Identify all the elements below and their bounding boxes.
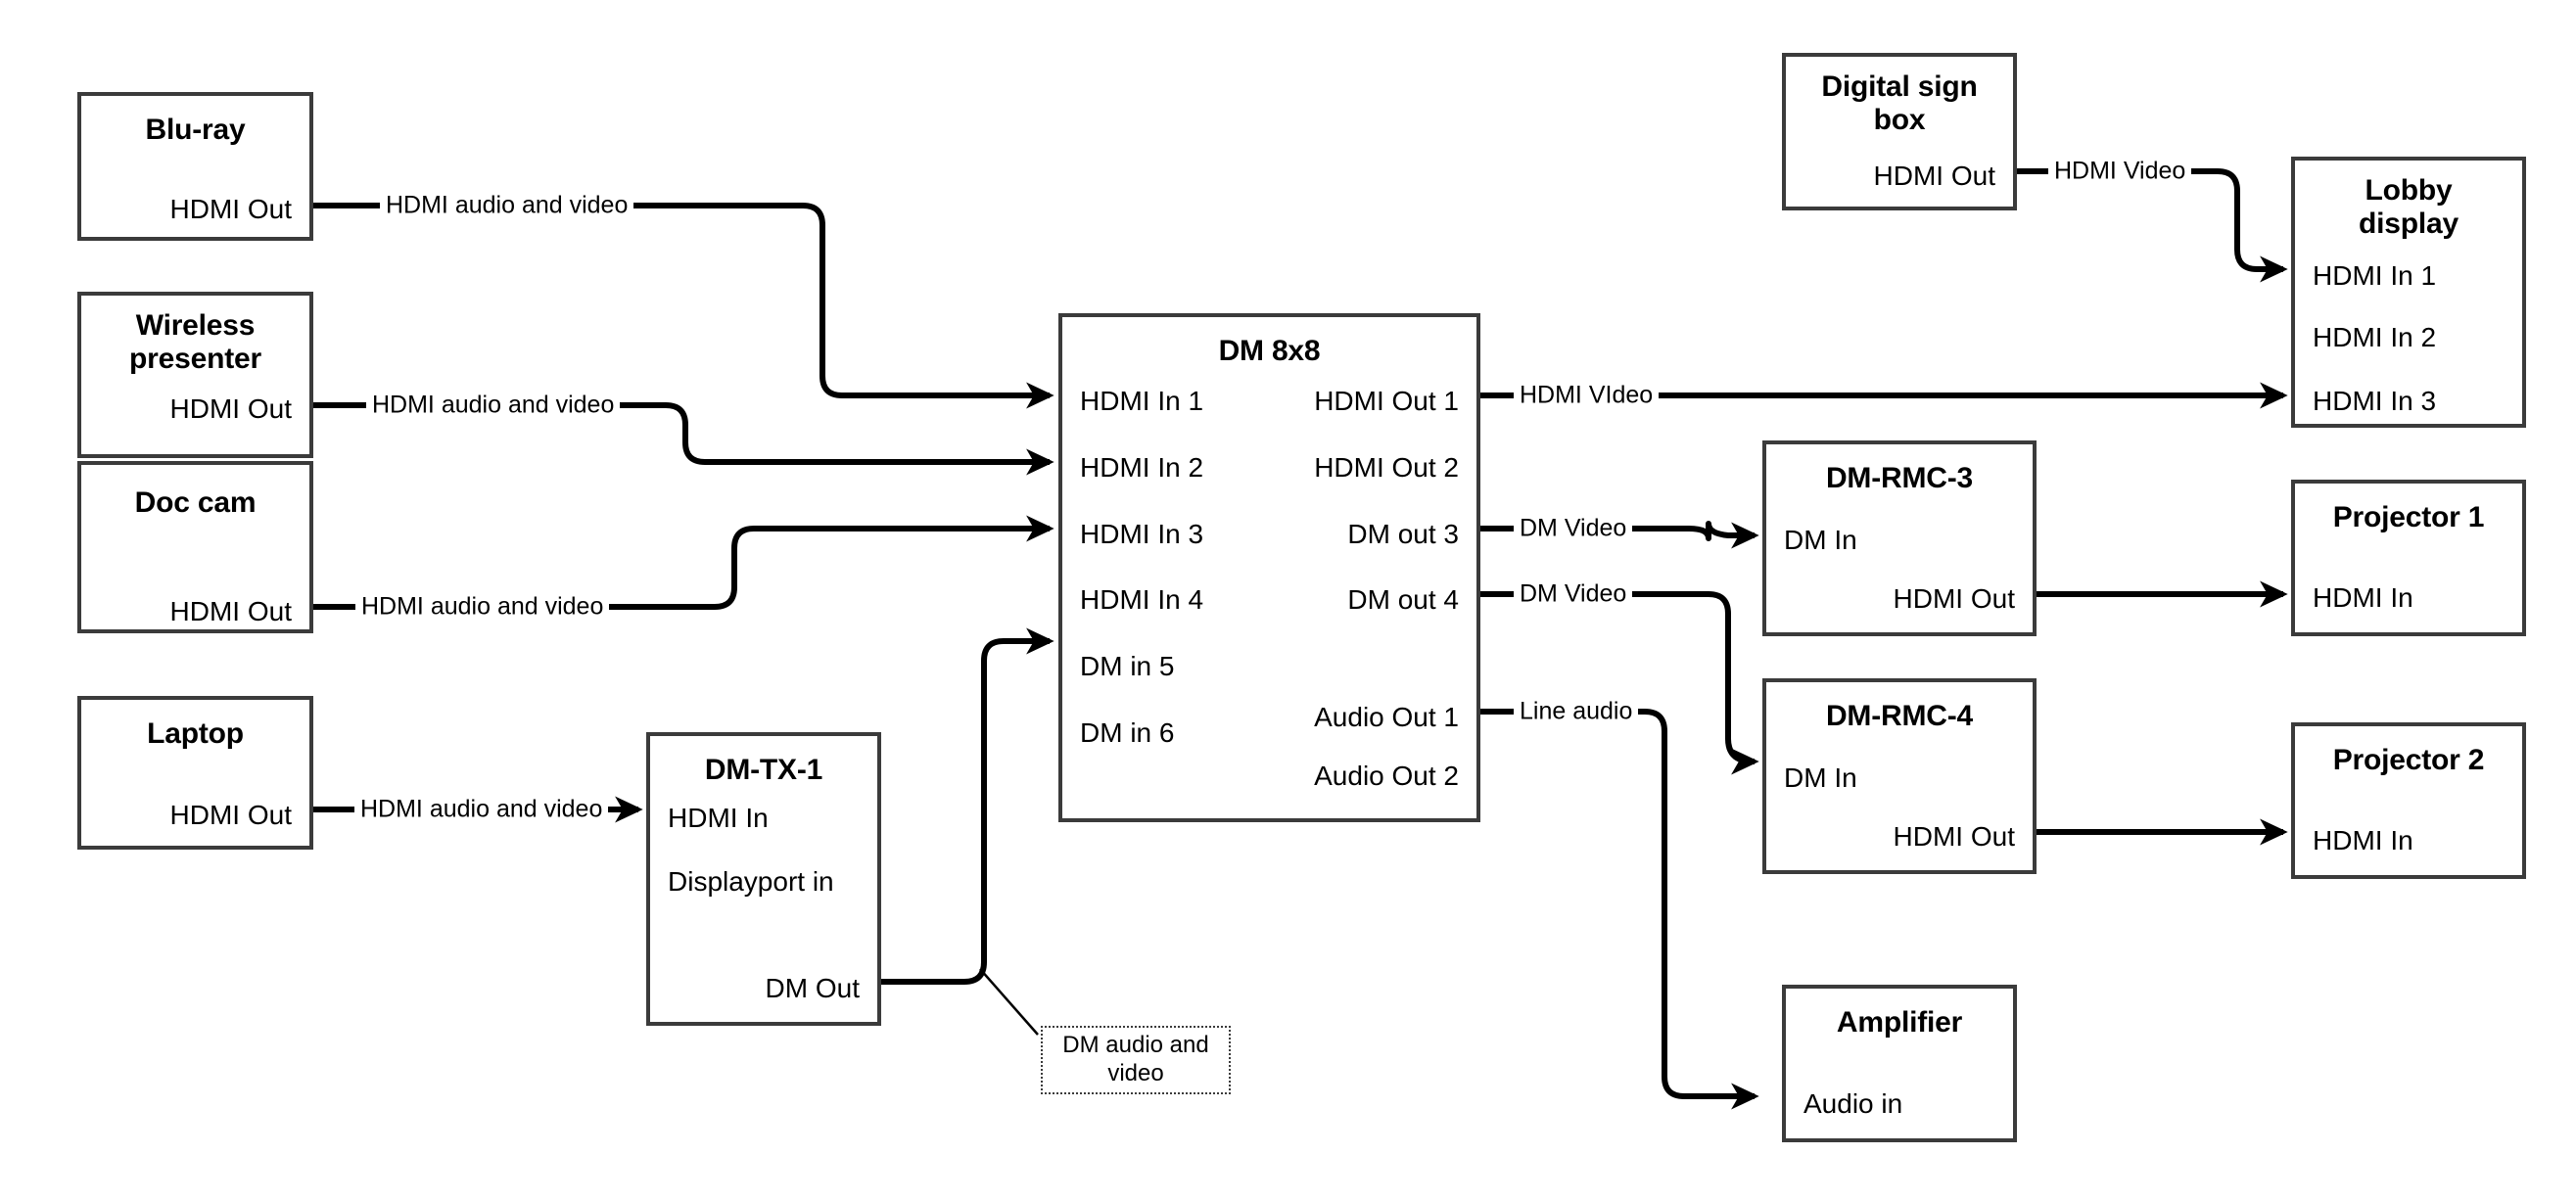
- edge-label-doccam: HDMI audio and video: [355, 594, 610, 620]
- edge-label-hdmi-video-lobby: HDMI VIdeo: [1514, 383, 1660, 408]
- port-rmc4-dm-in[interactable]: DM In: [1784, 762, 1857, 793]
- edge-label-bluray: HDMI audio and video: [380, 193, 634, 218]
- node-amplifier[interactable]: Amplifier Audio in: [1782, 985, 2017, 1142]
- edge-label-dm-video-3: DM Video: [1514, 516, 1633, 541]
- edge-label-hdmi-video-sign: HDMI Video: [2048, 159, 2192, 184]
- node-doc-cam[interactable]: Doc cam HDMI Out: [77, 461, 313, 633]
- node-title-dm-rmc-4: DM-RMC-4: [1825, 700, 1974, 732]
- node-title-dm-8x8: DM 8x8: [1218, 335, 1321, 367]
- port-rmc4-hdmi-out[interactable]: HDMI Out: [1893, 821, 2015, 852]
- port-rmc3-dm-in[interactable]: DM In: [1784, 525, 1857, 555]
- port-dm8x8-dm-out-3[interactable]: DM out 3: [1347, 519, 1459, 549]
- port-projector2-hdmi-in[interactable]: HDMI In: [2313, 825, 2413, 855]
- port-bluray-hdmi-out[interactable]: HDMI Out: [169, 194, 292, 224]
- node-title-laptop: Laptop: [147, 717, 244, 750]
- wire-bluray-to-dm-in1: [313, 203, 1054, 409]
- node-lobby-display[interactable]: Lobby display HDMI In 1 HDMI In 2 HDMI I…: [2291, 157, 2526, 428]
- port-dm8x8-hdmi-in-1[interactable]: HDMI In 1: [1080, 386, 1204, 416]
- wire-dmtx1-to-dm-in5: [881, 627, 1054, 985]
- port-dm8x8-dm-in-6[interactable]: DM in 6: [1080, 717, 1175, 748]
- port-dm8x8-dm-out-4[interactable]: DM out 4: [1347, 584, 1459, 615]
- port-dm8x8-hdmi-in-2[interactable]: HDMI In 2: [1080, 452, 1204, 483]
- node-digital-sign-box[interactable]: Digital sign box HDMI Out: [1782, 53, 2017, 210]
- node-title-lobby-display: Lobby display: [2359, 174, 2459, 240]
- port-dmtx1-displayport-in[interactable]: Displayport in: [668, 866, 834, 897]
- node-dm-rmc-3[interactable]: DM-RMC-3 DM In HDMI Out: [1762, 440, 2037, 636]
- wire-sign-to-lobby-in1: [2017, 168, 2288, 283]
- port-dm8x8-audio-out-1[interactable]: Audio Out 1: [1314, 702, 1459, 732]
- edge-label-wireless: HDMI audio and video: [366, 393, 621, 418]
- port-wireless-hdmi-out[interactable]: HDMI Out: [169, 393, 292, 424]
- port-dmtx1-hdmi-in[interactable]: HDMI In: [668, 803, 769, 833]
- port-amplifier-audio-in[interactable]: Audio in: [1803, 1088, 1903, 1119]
- note-text: DM audio and video: [1062, 1032, 1209, 1086]
- node-bluray[interactable]: Blu-ray HDMI Out: [77, 92, 313, 241]
- port-dm8x8-hdmi-out-1[interactable]: HDMI Out 1: [1314, 386, 1459, 416]
- port-dm8x8-hdmi-in-4[interactable]: HDMI In 4: [1080, 584, 1204, 615]
- port-dm8x8-hdmi-in-3[interactable]: HDMI In 3: [1080, 519, 1204, 549]
- node-title-digital-sign-box: Digital sign box: [1821, 70, 1978, 136]
- port-sign-hdmi-out[interactable]: HDMI Out: [1873, 161, 1995, 191]
- port-projector1-hdmi-in[interactable]: HDMI In: [2313, 582, 2413, 613]
- leader-line-dm-note: [979, 968, 1039, 1036]
- port-lobby-hdmi-in-2[interactable]: HDMI In 2: [2313, 322, 2437, 352]
- port-lobby-hdmi-in-1[interactable]: HDMI In 1: [2313, 260, 2437, 291]
- port-doccam-hdmi-out[interactable]: HDMI Out: [169, 596, 292, 626]
- port-laptop-hdmi-out[interactable]: HDMI Out: [169, 800, 292, 830]
- note-dm-audio-and-video: DM audio and video: [1041, 1026, 1231, 1094]
- wire-audioout1-to-amplifier: [1480, 709, 1759, 1110]
- node-wireless-presenter[interactable]: Wireless presenter HDMI Out: [77, 292, 313, 458]
- port-dmtx1-dm-out[interactable]: DM Out: [765, 973, 860, 1003]
- port-rmc3-hdmi-out[interactable]: HDMI Out: [1893, 583, 2015, 614]
- node-projector-2[interactable]: Projector 2 HDMI In: [2291, 722, 2526, 879]
- node-dm-8x8[interactable]: DM 8x8 HDMI In 1 HDMI In 2 HDMI In 3 HDM…: [1058, 313, 1480, 822]
- node-title-dm-rmc-3: DM-RMC-3: [1825, 462, 1974, 494]
- port-dm8x8-dm-in-5[interactable]: DM in 5: [1080, 651, 1175, 681]
- node-projector-1[interactable]: Projector 1 HDMI In: [2291, 480, 2526, 636]
- port-dm8x8-hdmi-out-2[interactable]: HDMI Out 2: [1314, 452, 1459, 483]
- wire-dmout4-to-rmc4: [1480, 591, 1759, 775]
- port-lobby-hdmi-in-3[interactable]: HDMI In 3: [2313, 386, 2437, 416]
- port-dm8x8-audio-out-2[interactable]: Audio Out 2: [1314, 761, 1459, 791]
- node-title-amplifier: Amplifier: [1836, 1006, 1963, 1039]
- node-title-bluray: Blu-ray: [145, 114, 246, 146]
- node-title-dm-tx-1: DM-TX-1: [704, 754, 823, 786]
- node-title-projector-1: Projector 1: [2332, 501, 2485, 533]
- node-laptop[interactable]: Laptop HDMI Out: [77, 696, 313, 850]
- node-title-doc-cam: Doc cam: [134, 486, 257, 519]
- node-title-projector-2: Projector 2: [2332, 744, 2485, 776]
- edge-label-dm-video-4: DM Video: [1514, 581, 1633, 607]
- edge-label-line-audio: Line audio: [1514, 699, 1639, 724]
- node-dm-tx-1[interactable]: DM-TX-1 HDMI In Displayport in DM Out: [646, 732, 881, 1026]
- node-dm-rmc-4[interactable]: DM-RMC-4 DM In HDMI Out: [1762, 678, 2037, 874]
- node-title-wireless-presenter: Wireless presenter: [129, 309, 261, 375]
- edge-label-laptop: HDMI audio and video: [354, 797, 609, 822]
